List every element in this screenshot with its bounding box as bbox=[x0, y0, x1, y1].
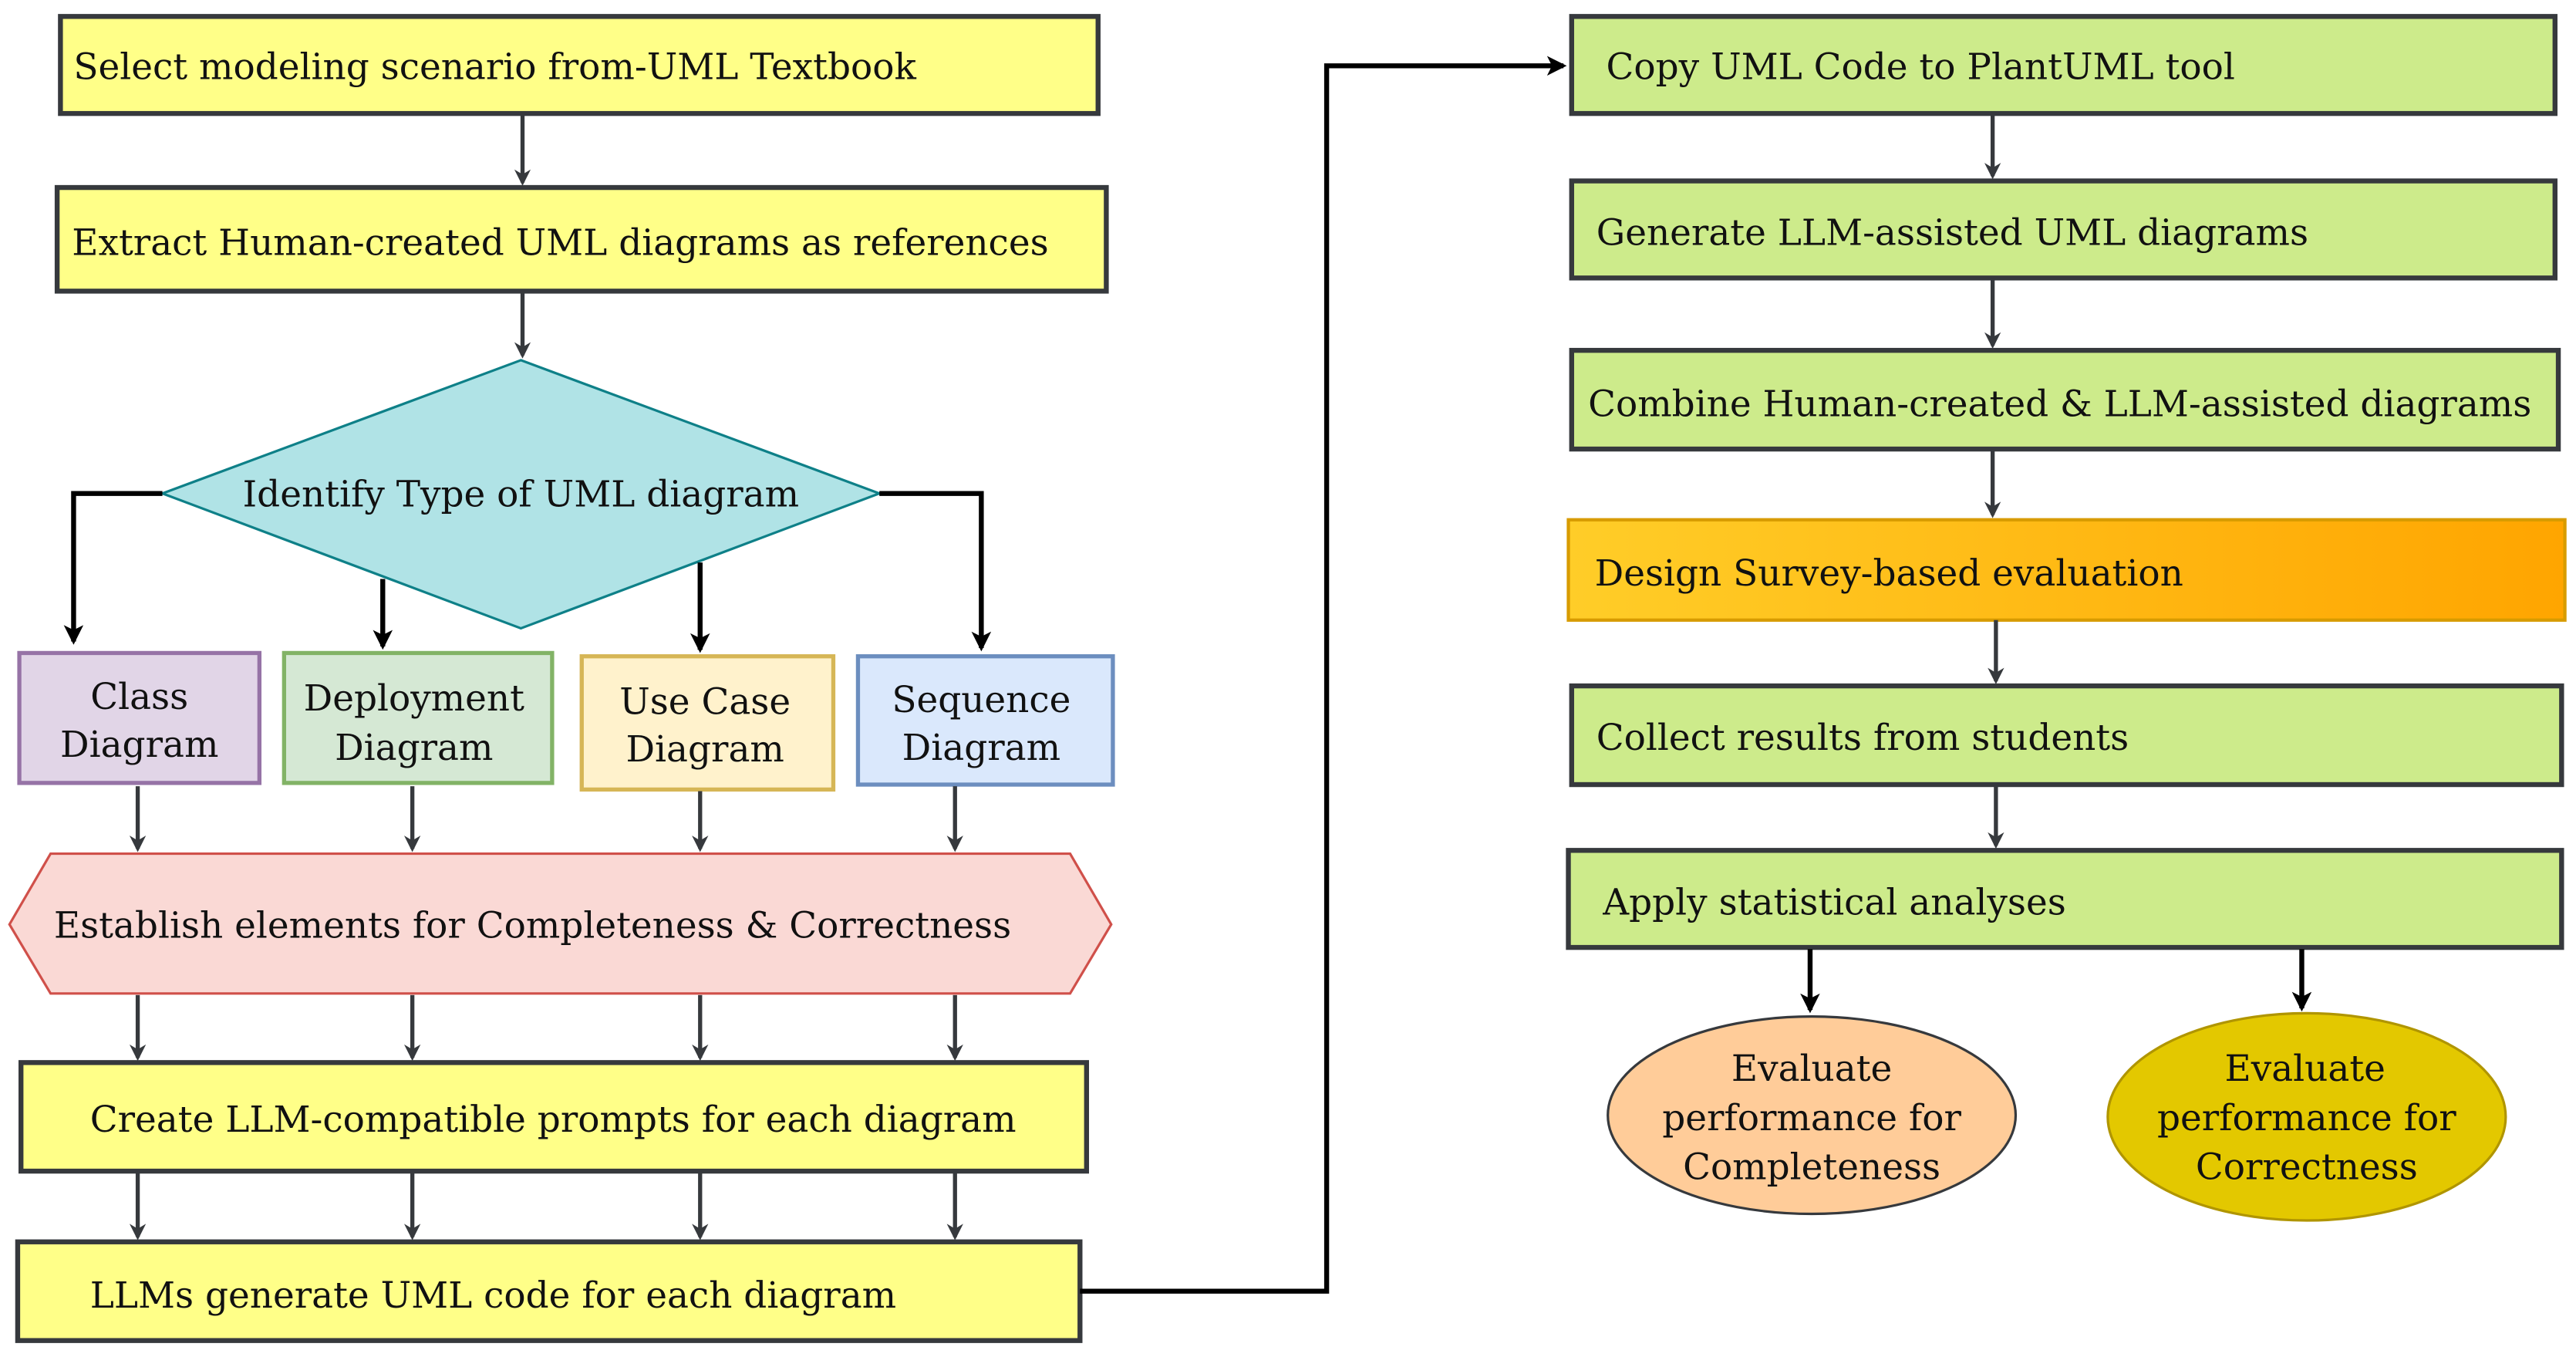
class-diagram-label: Class bbox=[90, 676, 188, 718]
select-scenario-label: Select modeling scenario from-UML Textbo… bbox=[73, 46, 916, 88]
create-prompts-label: Create LLM-compatible prompts for each d… bbox=[90, 1099, 1017, 1141]
class-diagram-box: Class Diagram bbox=[17, 650, 262, 785]
deployment-diagram-label: Deployment bbox=[304, 677, 524, 720]
evaluate-completeness-label: Evaluate bbox=[1731, 1048, 1892, 1090]
establish-elements-label: Establish elements for Completeness & Co… bbox=[54, 904, 1011, 947]
use-case-diagram-box: Use Case Diagram bbox=[579, 654, 836, 792]
deployment-diagram-label: Diagram bbox=[335, 727, 493, 769]
use-case-diagram-label: Use Case bbox=[619, 680, 791, 723]
collect-results-step: Collect results from students bbox=[1569, 683, 2564, 788]
collect-results-label: Collect results from students bbox=[1597, 717, 2129, 759]
extract-references-label: Extract Human-created UML diagrams as re… bbox=[72, 221, 1048, 264]
sequence-diagram-label: Sequence bbox=[892, 679, 1071, 721]
extract-references-step: Extract Human-created UML diagrams as re… bbox=[54, 184, 1109, 294]
sequence-diagram-label: Diagram bbox=[902, 727, 1060, 769]
combine-diagrams-step: Combine Human-created & LLM-assisted dia… bbox=[1569, 347, 2561, 452]
deployment-diagram-box: Deployment Diagram bbox=[282, 650, 555, 785]
connector-arrow bbox=[1080, 56, 1567, 1294]
apply-analyses-step: Apply statistical analyses bbox=[1566, 848, 2564, 950]
arrows-to-generate-code bbox=[129, 1173, 963, 1241]
arrows-to-establish bbox=[129, 786, 963, 852]
generate-diagrams-label: Generate LLM-assisted UML diagrams bbox=[1597, 212, 2308, 255]
generate-code-step: LLMs generate UML code for each diagram bbox=[15, 1239, 1083, 1343]
generate-code-label: LLMs generate UML code for each diagram bbox=[90, 1274, 896, 1317]
select-scenario-step: Select modeling scenario from-UML Textbo… bbox=[58, 14, 1101, 116]
copy-code-step: Copy UML Code to PlantUML tool bbox=[1569, 14, 2557, 116]
evaluate-correctness-outcome: Evaluate performance for Correctness bbox=[2106, 1011, 2507, 1222]
evaluate-completeness-label: performance for bbox=[1662, 1097, 1961, 1139]
design-survey-step: Design Survey-based evaluation bbox=[1566, 518, 2567, 622]
identify-type-decision: Identify Type of UML diagram bbox=[158, 359, 883, 630]
create-prompts-step: Create LLM-compatible prompts for each d… bbox=[19, 1060, 1090, 1174]
evaluate-correctness-label: Correctness bbox=[2196, 1146, 2418, 1189]
evaluate-correctness-label: Evaluate bbox=[2225, 1048, 2385, 1090]
copy-code-label: Copy UML Code to PlantUML tool bbox=[1607, 46, 2235, 88]
arrow bbox=[879, 491, 992, 652]
identify-type-label: Identify Type of UML diagram bbox=[243, 474, 799, 516]
evaluate-completeness-outcome: Evaluate performance for Completeness bbox=[1607, 1015, 2018, 1216]
apply-analyses-label: Apply statistical analyses bbox=[1602, 881, 2066, 923]
generate-diagrams-step: Generate LLM-assisted UML diagrams bbox=[1569, 178, 2557, 281]
class-diagram-label: Diagram bbox=[60, 724, 218, 766]
evaluate-correctness-label: performance for bbox=[2157, 1097, 2456, 1139]
arrow bbox=[63, 491, 163, 645]
sequence-diagram-box: Sequence Diagram bbox=[855, 654, 1115, 787]
evaluate-completeness-label: Completeness bbox=[1683, 1146, 1940, 1189]
design-survey-label: Design Survey-based evaluation bbox=[1595, 552, 2183, 595]
arrows-to-prompts bbox=[129, 994, 963, 1062]
use-case-diagram-label: Diagram bbox=[625, 728, 784, 771]
combine-diagrams-label: Combine Human-created & LLM-assisted dia… bbox=[1588, 383, 2531, 425]
establish-elements-step: Establish elements for Completeness & Co… bbox=[8, 852, 1113, 995]
